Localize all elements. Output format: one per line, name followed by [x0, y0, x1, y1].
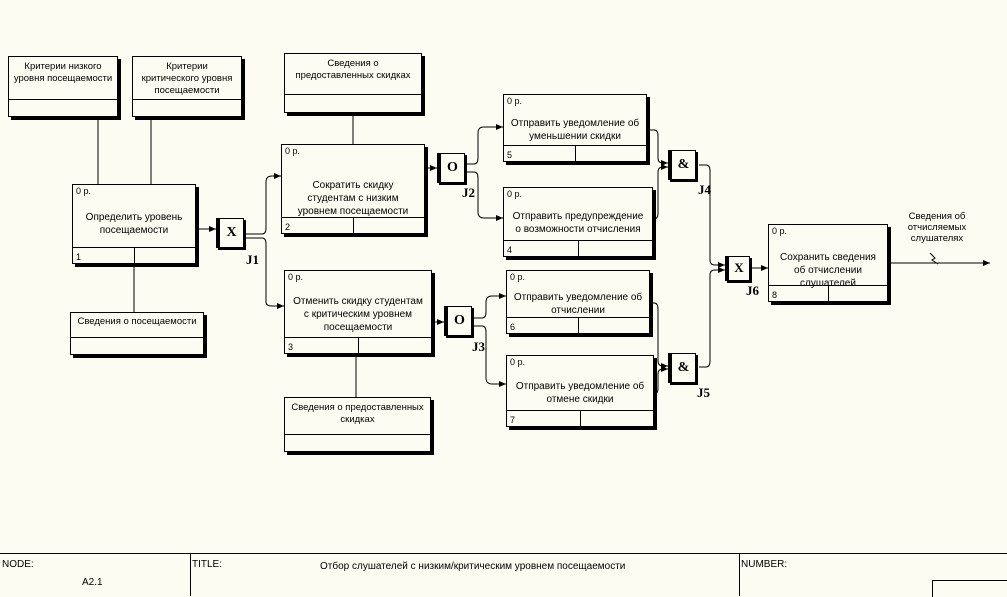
activity-box-3[interactable]: 0 р. Отменить скидку студентам с критиче… — [284, 270, 432, 354]
junction-label-j3: J3 — [472, 339, 485, 354]
activity-title: Сохранить сведения об отчислении слушате… — [780, 252, 876, 289]
note-low-criteria: Критерии низкого уровня посещаемости — [8, 56, 118, 117]
activity-footer — [769, 285, 887, 301]
arrow-j4-j6 — [699, 164, 725, 268]
note-discounts-top: Сведения о предоставленных скидках — [284, 53, 422, 113]
note-divider — [285, 434, 430, 435]
note-divider — [133, 99, 241, 100]
note-discounts-top-text: Сведения о предоставленных скидках — [295, 58, 411, 81]
activity-title: Отправить уведомление об уменьшении скид… — [510, 118, 640, 142]
junction-j3[interactable]: O — [444, 306, 472, 336]
activity-box-1[interactable]: 0 р. Определить уровень посещаемости 1 — [72, 184, 196, 264]
footer-node-value: A2.1 — [82, 577, 103, 588]
note-low-criteria-text: Критерии низкого уровня посещаемости — [13, 61, 113, 84]
junction-label-j6: J6 — [746, 283, 759, 298]
activity-footer — [73, 247, 195, 263]
arrow-j3-a6 — [472, 293, 506, 319]
note-divider — [71, 337, 203, 338]
activity-number: 5 — [507, 150, 513, 160]
junction-j5[interactable]: & — [668, 353, 696, 383]
activity-box-5[interactable]: 0 р. Отправить уведомление об уменьшении… — [503, 94, 647, 162]
activity-footer — [504, 240, 652, 256]
note-discounts-bottom-text: Сведения о предоставленных скидках — [291, 402, 424, 425]
junction-label-j4: J4 — [698, 182, 711, 197]
junction-j6[interactable]: X — [725, 256, 750, 281]
activity-number: 2 — [285, 222, 291, 232]
note-crit-criteria-text: Критерии критического уровня посещаемост… — [141, 61, 233, 96]
arrow-a7-j5 — [653, 366, 668, 395]
activity-footer — [507, 317, 649, 333]
activity-cost: 0 р. — [507, 96, 523, 106]
activity-number: 3 — [288, 342, 294, 352]
junction-label-j2: J2 — [462, 185, 475, 200]
arrow-j3-a7 — [472, 325, 506, 387]
activity-footer — [504, 145, 646, 161]
activity-box-8[interactable]: 0 р. Сохранить сведения об отчислении сл… — [768, 224, 888, 302]
diagram-footer: NODE: A2.1 TITLE: Отбор слушателей с низ… — [0, 553, 1007, 597]
activity-number: 8 — [772, 290, 778, 300]
arrow-a6-j5 — [650, 302, 668, 369]
junction-j1[interactable]: X — [216, 218, 244, 248]
footer-node-cell: NODE: A2.1 — [0, 554, 191, 596]
junction-label-j5: J5 — [697, 385, 710, 400]
note-divider — [285, 94, 421, 95]
activity-title: Отправить уведомление об отчислении — [513, 292, 643, 316]
output-label: Сведения об отчисляемых слушателях — [907, 211, 967, 244]
footer-title-cell: TITLE: Отбор слушателей с низким/критиче… — [190, 554, 740, 596]
activity-footer — [285, 337, 431, 353]
junction-j4[interactable]: & — [668, 150, 696, 180]
footer-number-box — [932, 580, 1007, 597]
arrow-j2-a4 — [465, 171, 503, 221]
arrow-j2-a5 — [465, 124, 503, 165]
activity-number: 4 — [507, 245, 513, 255]
note-discounts-bottom: Сведения о предоставленных скидках — [284, 397, 431, 452]
note-divider — [9, 99, 117, 100]
activity-box-4[interactable]: 0 р. Отправить предупреждение о возможно… — [503, 187, 653, 257]
activity-cost: 0 р. — [772, 226, 788, 236]
activity-number: 6 — [510, 322, 516, 332]
activity-cost: 0 р. — [510, 272, 526, 282]
junction-j2[interactable]: O — [437, 153, 465, 183]
activity-cost: 0 р. — [76, 186, 92, 196]
activity-number: 1 — [76, 252, 82, 262]
activity-box-2[interactable]: 0 р. Сократить скидку студентам с низким… — [281, 144, 425, 234]
activity-box-6[interactable]: 0 р. Отправить уведомление об отчислении… — [506, 270, 650, 334]
arrow-a4-j4 — [653, 164, 668, 220]
activity-title: Отправить предупреждение о возможности о… — [512, 211, 644, 235]
footer-number-label: NUMBER: — [741, 559, 788, 570]
footer-title-value: Отбор слушателей с низким/критическим ур… — [320, 561, 626, 572]
activity-title: Отменить скидку студентам с критическим … — [293, 296, 423, 333]
activity-number: 7 — [510, 415, 516, 425]
activity-title: Определить уровень посещаемости — [85, 212, 183, 236]
footer-title-label: TITLE: — [192, 559, 223, 570]
footer-node-label: NODE: — [2, 559, 34, 570]
arrow-j5-j6 — [699, 267, 725, 368]
footer-number-cell: NUMBER: — [739, 554, 1007, 597]
activity-cost: 0 р. — [288, 272, 304, 282]
activity-footer — [282, 217, 424, 233]
activity-box-7[interactable]: 0 р. Отправить уведомление об отмене ски… — [506, 355, 654, 427]
activity-cost: 0 р. — [507, 189, 523, 199]
output-squiggle — [929, 252, 939, 265]
activity-title: Отправить уведомление об отмене скидки — [515, 381, 645, 405]
activity-footer — [507, 410, 653, 426]
activity-cost: 0 р. — [285, 146, 301, 156]
note-attendance-info: Сведения о посещаемости — [70, 312, 204, 355]
note-attendance-info-text: Сведения о посещаемости — [77, 316, 197, 327]
activity-cost: 0 р. — [510, 357, 526, 367]
arrow-j1-a3 — [245, 237, 284, 309]
arrow-j1-a2 — [245, 173, 281, 235]
activity-title: Сократить скидку студентам с низким уров… — [297, 180, 409, 217]
arrow-a5-j4 — [647, 129, 668, 166]
note-crit-criteria: Критерии критического уровня посещаемост… — [132, 56, 242, 117]
junction-label-j1: J1 — [246, 252, 259, 267]
